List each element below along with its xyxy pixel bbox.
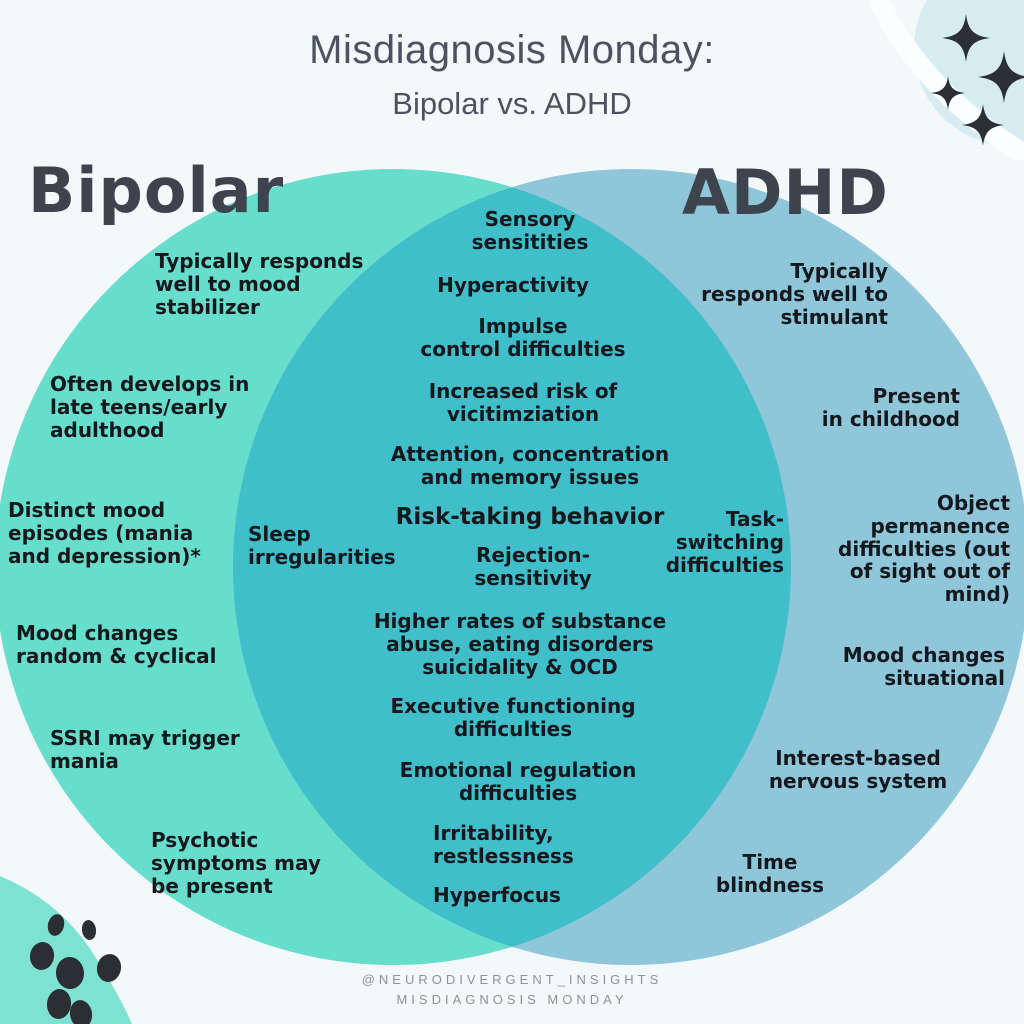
overlap-item: Risk-taking behavior xyxy=(395,504,665,530)
overlap-region xyxy=(233,169,791,965)
bipolar-heading: Bipolar xyxy=(28,154,285,227)
footer-handle: @NEURODIVERGENT_INSIGHTS xyxy=(361,972,663,987)
overlap-item: Irritability, restlessness xyxy=(433,821,574,868)
overlap-item: Hyperactivity xyxy=(437,273,589,297)
adhd-item: Present in childhood xyxy=(821,384,960,431)
bipolar-item: Psychotic symptoms may be present xyxy=(151,828,321,898)
adhd-item: Time blindness xyxy=(715,850,825,897)
bipolar-item: Mood changes random & cyclical xyxy=(16,621,217,668)
bipolar-item: SSRI may trigger mania xyxy=(50,726,240,773)
overlap-item: Higher rates of substance abuse, eating … xyxy=(373,609,667,679)
bipolar-item: Typically responds well to mood stabiliz… xyxy=(155,249,364,319)
overlap-item: Increased risk of vicitimziation xyxy=(428,379,618,426)
adhd-item: Object permanence difficulties (out of s… xyxy=(838,491,1010,607)
bipolar-item: Distinct mood episodes (mania and depres… xyxy=(8,498,201,568)
adhd-item: Interest-based nervous system xyxy=(768,746,948,793)
overlap-item: Rejection- sensitivity xyxy=(474,543,592,590)
page-subtitle: Bipolar vs. ADHD xyxy=(392,86,632,121)
overlap-item: Hyperfocus xyxy=(433,883,561,907)
overlap-item: Emotional regulation difficulties xyxy=(399,758,637,805)
footer-tagline: MISDIAGNOSIS MONDAY xyxy=(396,992,628,1007)
overlap-item: Sensory sensitities xyxy=(471,207,589,254)
bipolar-item: Often develops in late teens/early adult… xyxy=(50,372,250,442)
overlap-item: Attention, concentration and memory issu… xyxy=(390,442,670,489)
page-title: Misdiagnosis Monday: xyxy=(309,28,715,72)
adhd-item: Mood changes situational xyxy=(842,643,1005,690)
adhd-item: Typically responds well to stimulant xyxy=(701,259,888,329)
overlap-item: Task- switching difficulties xyxy=(665,507,784,577)
overlap-item: Executive functioning difficulties xyxy=(390,694,636,741)
adhd-heading: ADHD xyxy=(682,156,889,229)
overlap-item: Impulse control difficulties xyxy=(420,314,626,361)
overlap-item: Sleep irregularities xyxy=(248,522,396,569)
